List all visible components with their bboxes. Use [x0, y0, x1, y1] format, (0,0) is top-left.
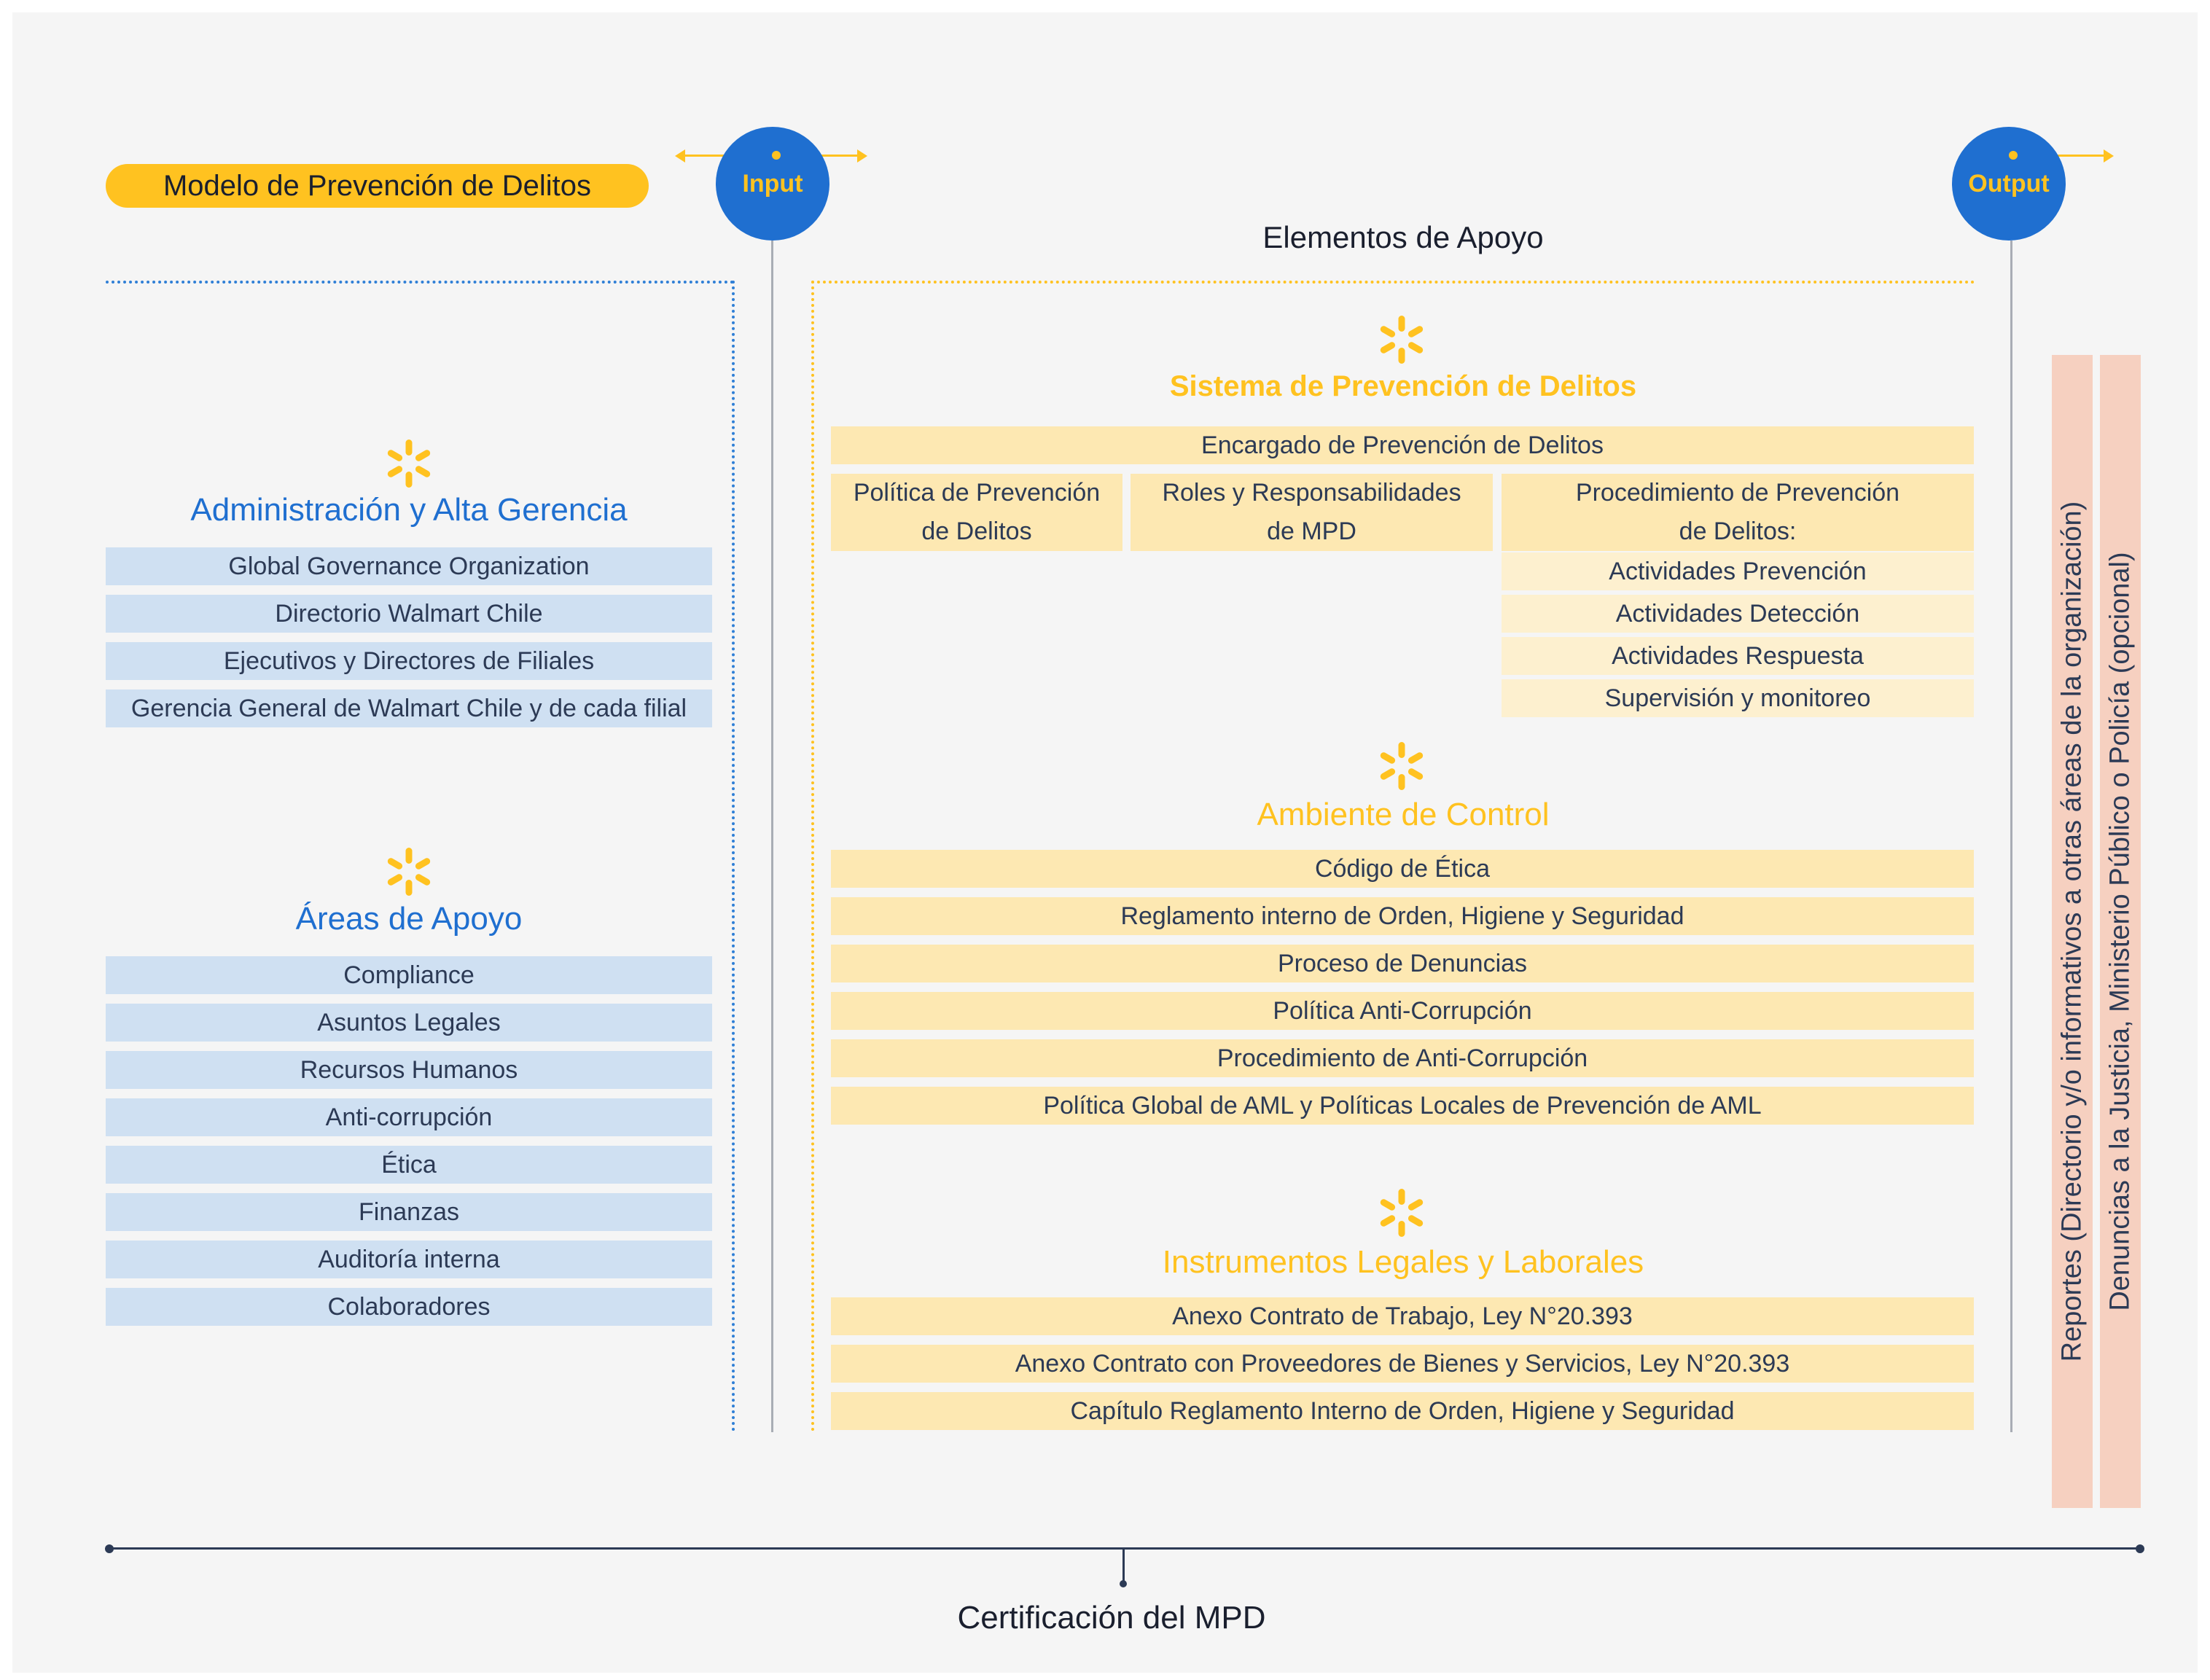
ambiente-heading: Ambiente de Control [1257, 797, 1550, 832]
instrumentos-heading: Instrumentos Legales y Laborales [1162, 1244, 1644, 1280]
encargado-bar: Encargado de Prevención de Delitos [831, 426, 1974, 464]
reportes-column [2052, 355, 2093, 1508]
actividad-item: Actividades Respuesta [1502, 637, 1974, 675]
spark-icon [387, 848, 431, 896]
certificacion-right-dot [2136, 1544, 2144, 1553]
admin-item: Ejecutivos y Directores de Filiales [106, 642, 712, 680]
roles-line-1: Roles y Responsabilidades [1162, 479, 1461, 507]
instrumentos-item: Anexo Contrato de Trabajo, Ley N°20.393 [831, 1297, 1974, 1335]
output-arrow-dot [2009, 151, 2018, 160]
admin-item: Global Governance Organization [106, 547, 712, 585]
input-arrow-dot [772, 151, 781, 160]
instrumentos-item: Anexo Contrato con Proveedores de Bienes… [831, 1345, 1974, 1383]
left-frame-right-border [732, 281, 735, 1432]
procedimiento-line-1: Procedimiento de Prevención [1575, 479, 1900, 507]
ambiente-item: Procedimiento de Anti-Corrupción [831, 1039, 1974, 1077]
politica-prevencion-box: Política de Prevención de Delitos [831, 474, 1122, 551]
input-circle: Input [716, 127, 829, 241]
actividad-item: Supervisión y monitoreo [1502, 679, 1974, 717]
areas-item: Anti-corrupción [106, 1098, 712, 1136]
actividad-item: Actividades Prevención [1502, 552, 1974, 590]
spark-icon [1380, 742, 1424, 790]
left-frame-top-border [106, 281, 734, 284]
procedimiento-box: Procedimiento de Prevención de Delitos: [1502, 474, 1974, 551]
reportes-text: Reportes (Directorio y/o informativos a … [2056, 501, 2088, 1362]
output-arrow-line [2012, 155, 2106, 157]
ambiente-item: Política Global de AML y Políticas Local… [831, 1087, 1974, 1125]
areas-item: Finanzas [106, 1193, 712, 1231]
denuncias-text: Denuncias a la Justicia, Ministerio Públ… [2104, 552, 2136, 1311]
ambiente-item: Reglamento interno de Orden, Higiene y S… [831, 897, 1974, 935]
areas-item: Compliance [106, 956, 712, 994]
input-vertical-line [771, 241, 773, 1432]
denuncias-column [2100, 355, 2141, 1508]
ambiente-item: Política Anti-Corrupción [831, 992, 1974, 1030]
ambiente-item: Código de Ética [831, 850, 1974, 888]
areas-item: Asuntos Legales [106, 1004, 712, 1042]
instrumentos-item: Capítulo Reglamento Interno de Orden, Hi… [831, 1392, 1974, 1430]
certificacion-connector [1122, 1548, 1125, 1583]
politica-line-2: de Delitos [921, 517, 1032, 545]
procedimiento-line-2: de Delitos: [1679, 517, 1797, 545]
output-arrow-head [2104, 149, 2114, 163]
certificacion-connector-dot [1120, 1580, 1127, 1587]
ambiente-item: Proceso de Denuncias [831, 945, 1974, 982]
elementos-apoyo-heading: Elementos de Apoyo [1262, 220, 1544, 254]
spark-icon [1380, 316, 1424, 364]
diagram-title: Modelo de Prevención de Delitos [106, 164, 649, 208]
admin-item: Directorio Walmart Chile [106, 595, 712, 633]
right-frame-top-border [811, 281, 1975, 284]
areas-item: Ética [106, 1146, 712, 1184]
sistema-heading: Sistema de Prevención de Delitos [1169, 370, 1637, 402]
admin-heading: Administración y Alta Gerencia [190, 492, 628, 528]
certificacion-label: Certificación del MPD [957, 1600, 1266, 1636]
politica-line-1: Política de Prevención [853, 479, 1101, 507]
output-circle: Output [1952, 127, 2066, 241]
spark-icon [1380, 1189, 1424, 1237]
admin-item: Gerencia General de Walmart Chile y de c… [106, 689, 712, 727]
areas-item: Recursos Humanos [106, 1051, 712, 1089]
roles-line-2: de MPD [1267, 517, 1356, 545]
spark-icon [387, 439, 431, 488]
areas-item: Colaboradores [106, 1288, 712, 1326]
areas-heading: Áreas de Apoyo [295, 901, 523, 937]
input-arrow-right-head [857, 149, 867, 163]
areas-item: Auditoría interna [106, 1241, 712, 1278]
roles-box: Roles y Responsabilidades de MPD [1131, 474, 1493, 551]
certificacion-left-dot [105, 1544, 114, 1553]
right-frame-left-border [811, 281, 814, 1432]
output-label: Output [1968, 169, 2050, 198]
input-arrow-left-head [675, 149, 685, 163]
output-vertical-line [2010, 241, 2012, 1432]
input-label: Input [742, 169, 803, 198]
actividad-item: Actividades Detección [1502, 595, 1974, 633]
